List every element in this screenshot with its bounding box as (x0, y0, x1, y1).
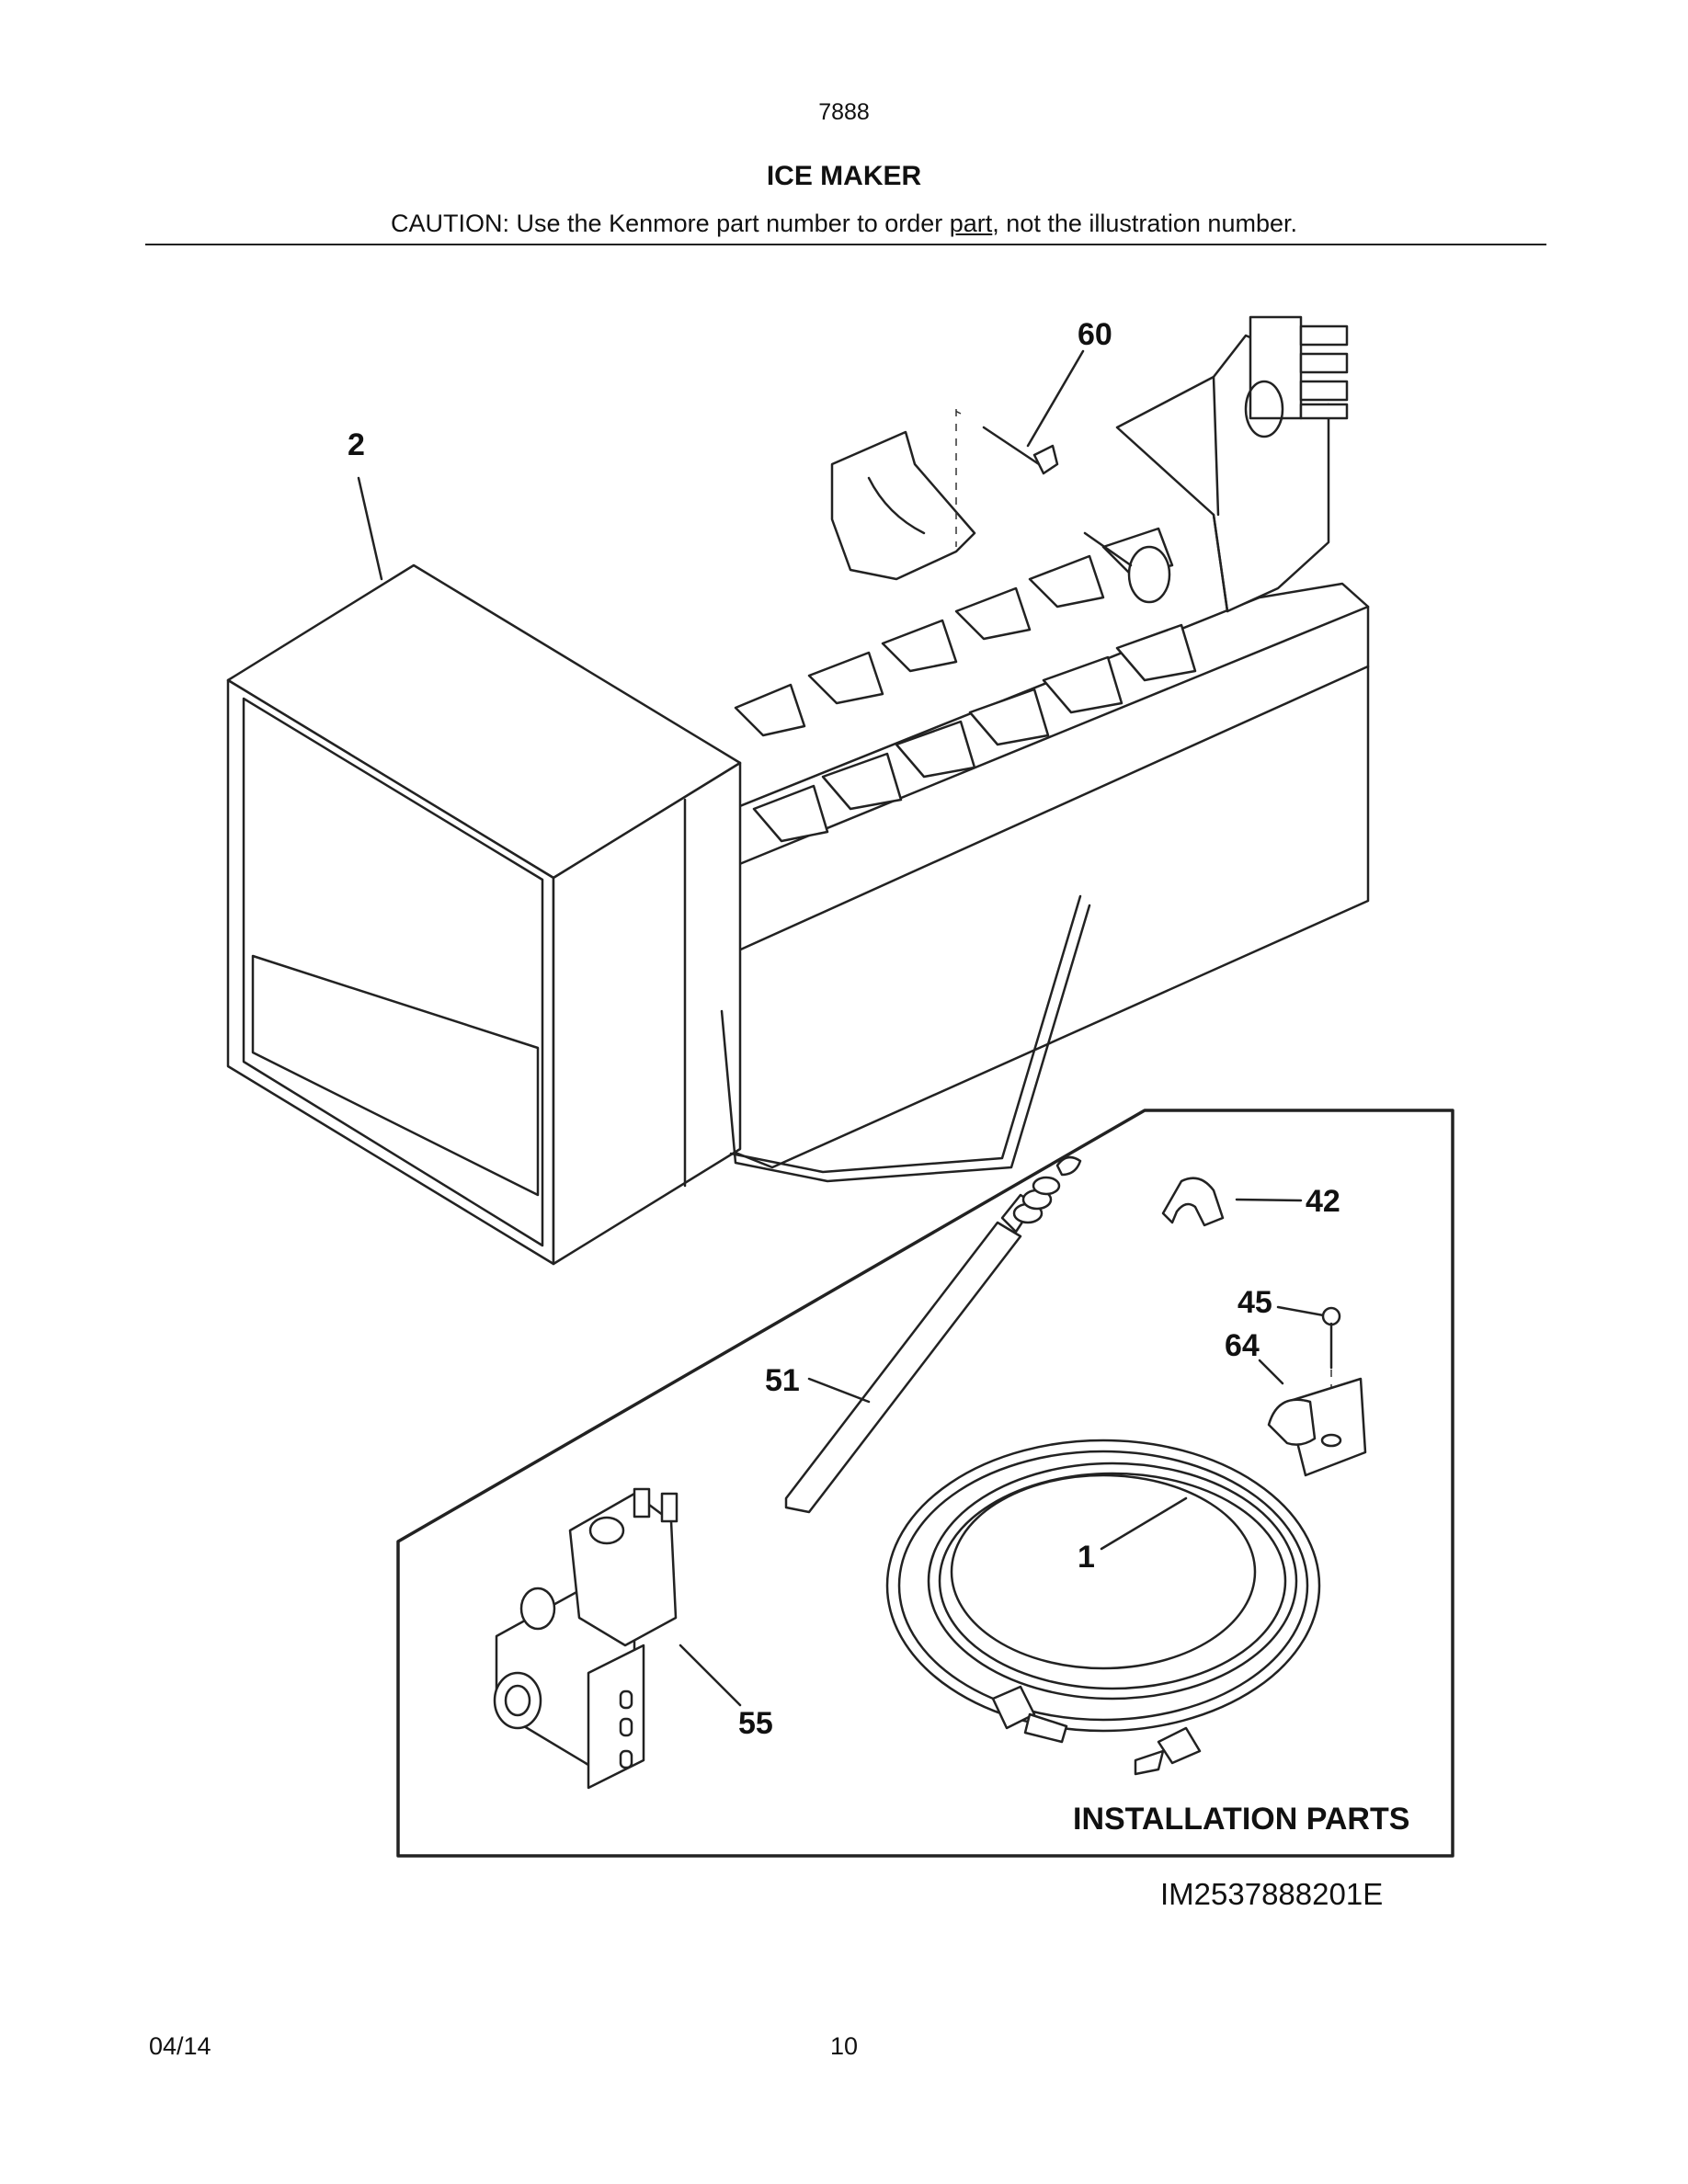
callout-51: 51 (765, 1363, 800, 1398)
caution-text: CAUTION: Use the Kenmore part number to … (0, 210, 1688, 238)
callout-64: 64 (1225, 1328, 1260, 1363)
water-valve-55 (493, 1487, 742, 1790)
callout-55: 55 (738, 1706, 773, 1741)
tubing-coil-1 (885, 1439, 1321, 1776)
installation-parts-title: INSTALLATION PARTS (1073, 1802, 1409, 1837)
screw-60 (951, 408, 1059, 547)
caution-prefix: CAUTION: Use the Kenmore part number to … (391, 210, 950, 237)
callout-42: 42 (1306, 1184, 1340, 1219)
image-id: IM2537888201E (1160, 1877, 1384, 1911)
caution-suffix: , not the illustration number. (992, 210, 1297, 237)
ice-maker-assembly: 60 2 (226, 315, 1370, 1266)
callout-1: 1 (1078, 1540, 1095, 1575)
connector (1244, 315, 1349, 438)
installation-parts-box: 42 45 64 51 1 55 INSTALLATION PARTS (396, 1109, 1454, 1858)
header-rule (145, 244, 1546, 245)
caution-part-link: part (949, 210, 993, 237)
callout-60: 60 (1078, 317, 1112, 352)
clamp-64 (1258, 1359, 1367, 1477)
fill-tube-51 (784, 1155, 1082, 1514)
callout-2: 2 (348, 427, 365, 462)
footer-date: 04/14 (149, 2032, 211, 2060)
page-title: ICE MAKER (766, 161, 922, 191)
clip-42 (1161, 1177, 1303, 1227)
footer-page-number: 10 (829, 2032, 859, 2060)
ejector-blades (734, 527, 1197, 843)
front-cover (226, 563, 742, 1266)
page-code: 7888 (818, 99, 870, 125)
callout-45: 45 (1237, 1285, 1272, 1320)
